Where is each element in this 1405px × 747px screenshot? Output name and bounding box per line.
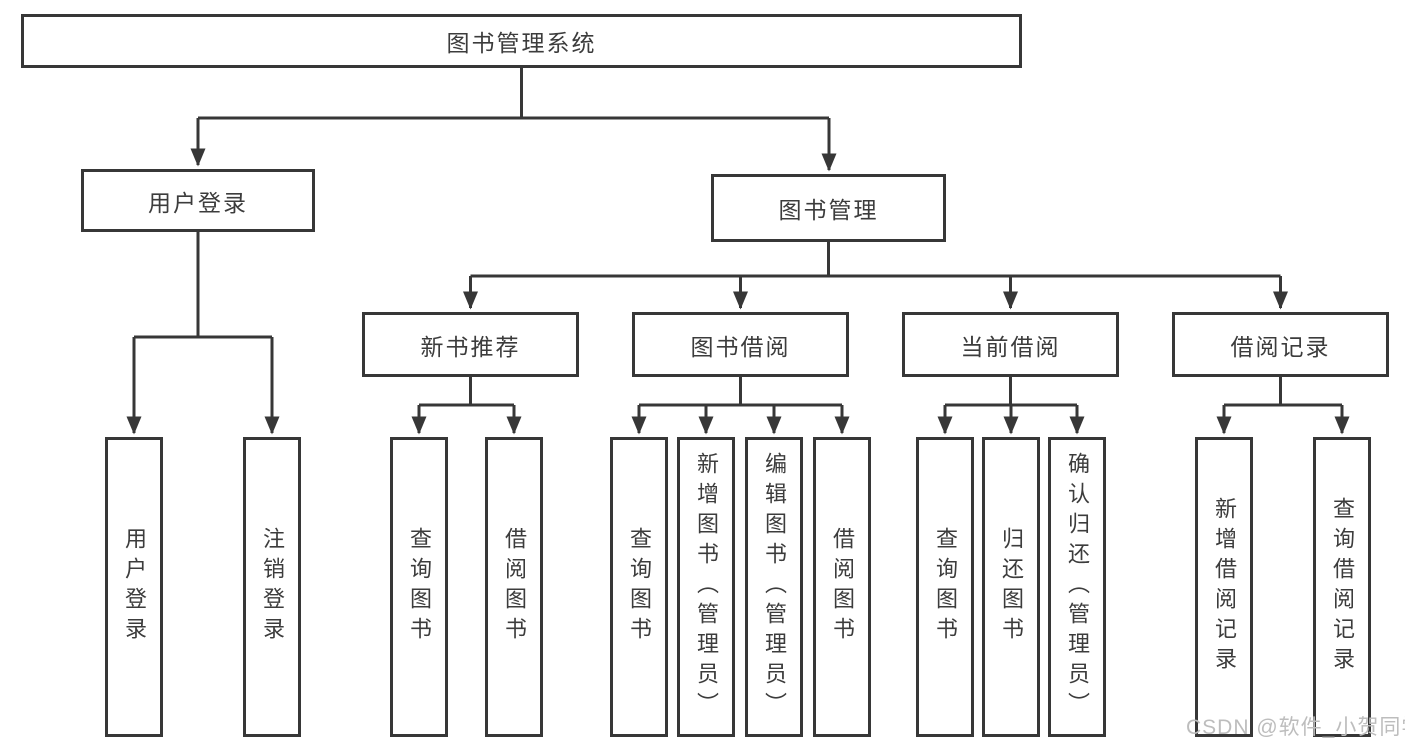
node-current-borrow-label: 当前借阅 — [960, 333, 1061, 360]
node-current-borrow: 当前借阅 — [902, 312, 1119, 377]
leaf-current-query-books: 查询图书 — [916, 437, 974, 737]
leaf-user-login: 用户登录 — [105, 437, 163, 737]
leaf-newbooks-borrow-books: 借阅图书 — [485, 437, 543, 737]
leaf-query-borrow-record-label: 查询借阅记录 — [1330, 497, 1355, 677]
leaf-newbooks-borrow-books-label: 借阅图书 — [502, 527, 527, 647]
leaf-edit-books-admin: 编辑图书（管理员） — [745, 437, 803, 737]
node-root-system-label: 图书管理系统 — [446, 30, 597, 56]
leaf-borrow-books-label: 借阅图书 — [830, 527, 855, 647]
node-user-login: 用户登录 — [81, 169, 315, 232]
leaf-return-books-label: 归还图书 — [999, 527, 1024, 647]
leaf-newbooks-query-books: 查询图书 — [390, 437, 448, 737]
leaf-newbooks-query-books-label: 查询图书 — [407, 527, 432, 647]
leaf-borrow-books: 借阅图书 — [813, 437, 871, 737]
leaf-borrow-query-books: 查询图书 — [610, 437, 668, 737]
leaf-confirm-return-admin: 确认归还（管理员） — [1048, 437, 1106, 737]
leaf-return-books: 归还图书 — [982, 437, 1040, 737]
leaf-current-query-books-label: 查询图书 — [933, 527, 958, 647]
leaf-edit-books-admin-label: 编辑图书（管理员） — [762, 452, 787, 722]
node-borrow-records-label: 借阅记录 — [1230, 333, 1331, 360]
leaf-query-borrow-record: 查询借阅记录 — [1313, 437, 1371, 737]
node-new-book-recommend-label: 新书推荐 — [420, 333, 521, 360]
leaf-logout-label: 注销登录 — [260, 527, 285, 647]
node-book-management: 图书管理 — [711, 174, 946, 242]
node-borrow-records: 借阅记录 — [1172, 312, 1389, 377]
node-book-borrow: 图书借阅 — [632, 312, 849, 377]
leaf-add-borrow-record-label: 新增借阅记录 — [1212, 497, 1237, 677]
csdn-watermark: CSDN @软件_小贺同学 — [1186, 716, 1405, 739]
node-user-login-label: 用户登录 — [148, 189, 248, 216]
node-book-management-label: 图书管理 — [778, 197, 879, 223]
leaf-borrow-query-books-label: 查询图书 — [627, 527, 652, 647]
leaf-add-books-admin: 新增图书（管理员） — [677, 437, 735, 737]
node-book-borrow-label: 图书借阅 — [690, 333, 791, 360]
node-root-system: 图书管理系统 — [21, 14, 1022, 68]
leaf-add-borrow-record: 新增借阅记录 — [1195, 437, 1253, 737]
leaf-confirm-return-admin-label: 确认归还（管理员） — [1065, 452, 1090, 722]
leaf-add-books-admin-label: 新增图书（管理员） — [694, 452, 719, 722]
leaf-user-login-label: 用户登录 — [122, 527, 147, 647]
leaf-logout: 注销登录 — [243, 437, 301, 737]
node-new-book-recommend: 新书推荐 — [362, 312, 579, 377]
